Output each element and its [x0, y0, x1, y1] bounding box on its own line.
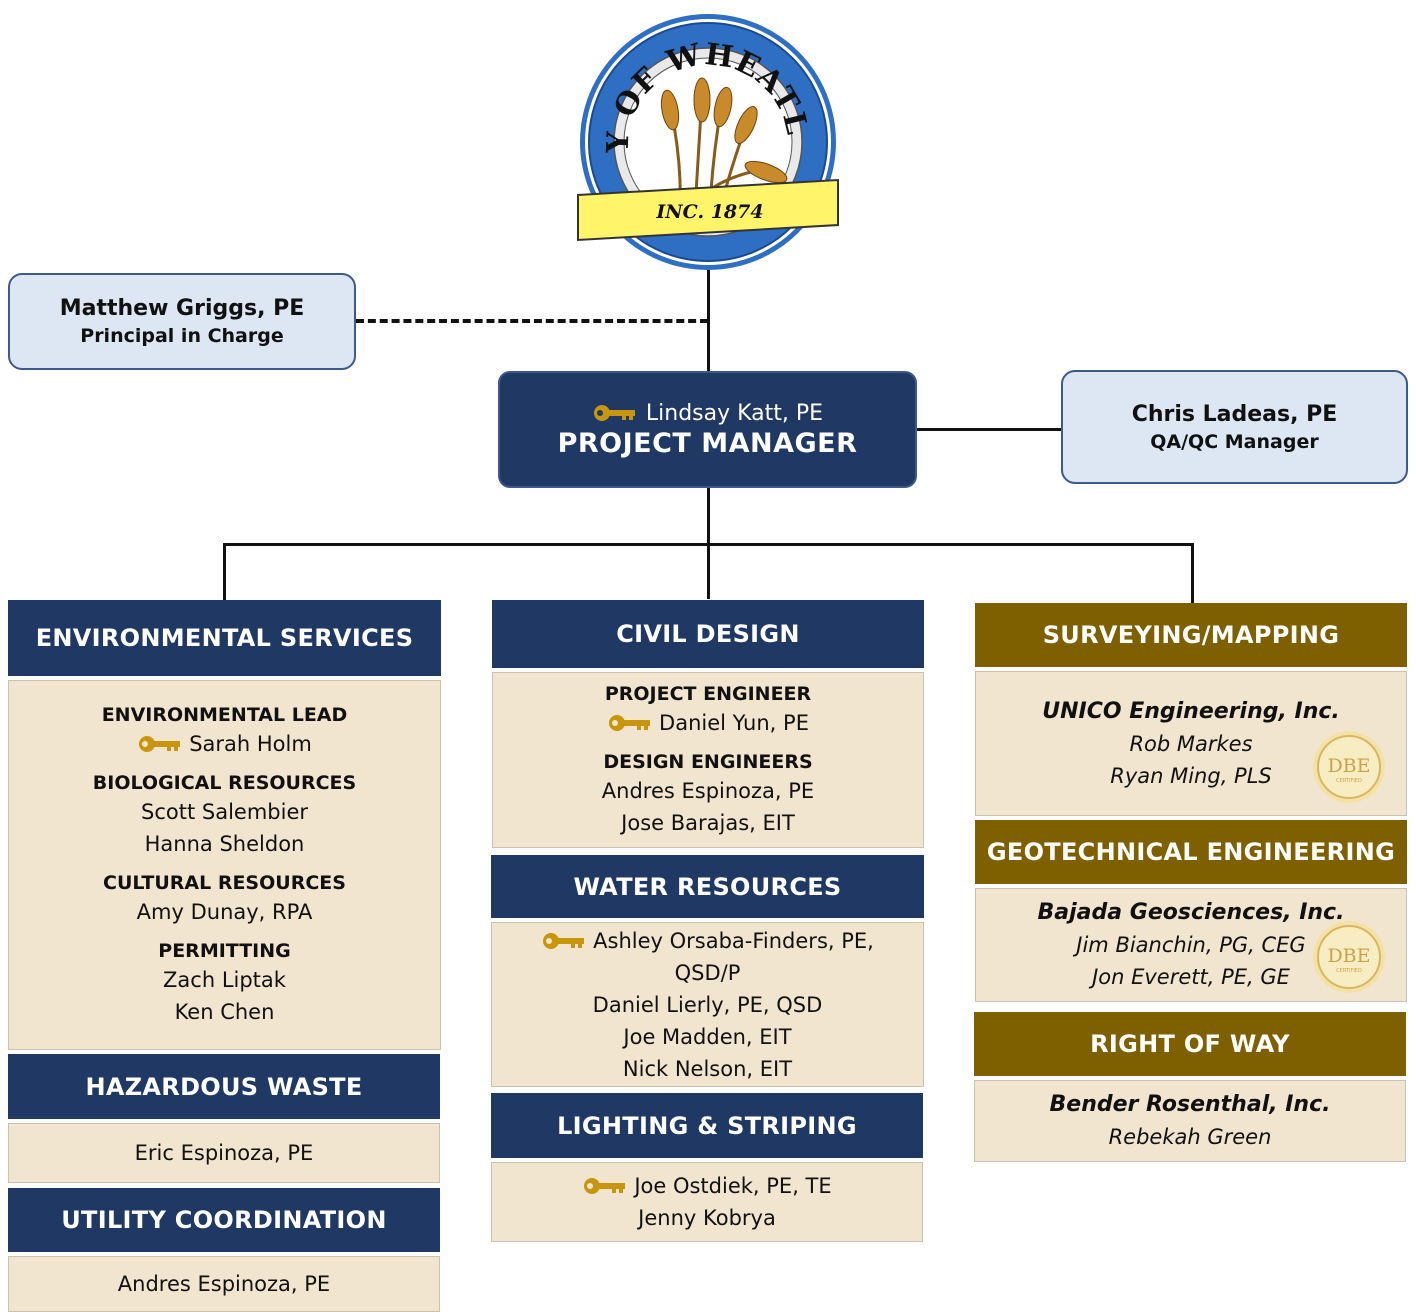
lighting-panel: Joe Ostdiek, PE, TE Jenny Kobrya: [491, 1162, 923, 1242]
dbe-certified-badge: DBE CERTIFIED: [1313, 921, 1385, 993]
civil-panel: PROJECT ENGINEER Daniel Yun, PE DESIGN E…: [492, 672, 924, 848]
lighting-header: LIGHTING & STRIPING: [491, 1093, 923, 1158]
utility-panel: Andres Espinoza, PE: [8, 1256, 440, 1312]
biological-name: Scott Salembier: [141, 800, 308, 824]
dbe-sub: CERTIFIED: [1336, 968, 1362, 974]
dbe-certified-badge: DBE CERTIFIED: [1313, 731, 1385, 803]
key-icon: [139, 736, 181, 752]
connector-pm-to-qaqc: [916, 428, 1062, 431]
biological-name: Hanna Sheldon: [144, 832, 305, 856]
lighting-lead-name: Joe Ostdiek, PE, TE: [634, 1174, 832, 1198]
lighting-name: Jenny Kobrya: [638, 1206, 776, 1230]
right-of-way-firm: Bender Rosenthal, Inc.: [1049, 1092, 1331, 1117]
surveying-name: Rob Markes: [1129, 731, 1253, 756]
geotech-name: Jon Everett, PE, GE: [1092, 965, 1290, 989]
geotech-firm: Bajada Geosciences, Inc.: [1037, 900, 1345, 925]
utility-name: Andres Espinoza, PE: [117, 1272, 331, 1296]
city-seal-logo: CITY OF WHEATLAND INC. 1874: [556, 0, 846, 272]
water-name: Joe Madden, EIT: [623, 1024, 792, 1049]
permitting-name: Ken Chen: [174, 1000, 275, 1024]
dbe-text: DBE: [1327, 945, 1370, 967]
pm-role: PROJECT MANAGER: [557, 427, 858, 459]
principal-name: Matthew Griggs, PE: [59, 296, 305, 321]
pm-name: Lindsay Katt, PE: [645, 400, 824, 426]
connector-to-surveying: [1191, 543, 1194, 603]
environmental-header: ENVIRONMENTAL SERVICES: [8, 600, 441, 676]
project-engineer-label: PROJECT ENGINEER: [604, 683, 812, 705]
key-icon: [593, 405, 635, 421]
civil-header: CIVIL DESIGN: [492, 600, 924, 668]
geotech-header: GEOTECHNICAL ENGINEERING: [975, 820, 1407, 884]
hazardous-name: Eric Espinoza, PE: [134, 1141, 314, 1165]
dbe-text: DBE: [1327, 755, 1370, 777]
surveying-firm: UNICO Engineering, Inc.: [1042, 698, 1340, 724]
connector-principal-dashed: [356, 319, 708, 323]
qaqc-role: QA/QC Manager: [1150, 430, 1319, 453]
surveying-header: SURVEYING/MAPPING: [975, 603, 1407, 667]
key-icon: [543, 932, 585, 949]
key-icon: [609, 715, 651, 731]
key-icon: [584, 1178, 626, 1194]
water-lead-credential: QSD/P: [674, 960, 741, 985]
connector-seal-to-pm: [707, 270, 710, 372]
hazardous-header: HAZARDOUS WASTE: [8, 1054, 440, 1119]
seal-banner-text: INC. 1874: [655, 201, 763, 223]
permitting-label: PERMITTING: [158, 940, 291, 962]
right-of-way-panel: Bender Rosenthal, Inc. Rebekah Green: [974, 1080, 1406, 1162]
qaqc-name: Chris Ladeas, PE: [1131, 401, 1338, 427]
cultural-label: CULTURAL RESOURCES: [103, 872, 346, 894]
principal-box: Matthew Griggs, PE Principal in Charge: [8, 273, 356, 370]
project-engineer-name: Daniel Yun, PE: [659, 711, 809, 735]
water-name: Nick Nelson, EIT: [622, 1056, 793, 1081]
connector-to-environmental: [223, 543, 226, 600]
water-lead-name: Ashley Orsaba-Finders, PE,: [593, 928, 874, 953]
principal-role: Principal in Charge: [80, 325, 284, 347]
water-panel: Ashley Orsaba-Finders, PE, QSD/P Daniel …: [491, 922, 924, 1087]
water-header: WATER RESOURCES: [491, 855, 924, 918]
environmental-lead-label: ENVIRONMENTAL LEAD: [101, 704, 348, 726]
cultural-name: Amy Dunay, RPA: [136, 900, 313, 924]
surveying-name: Ryan Ming, PLS: [1110, 763, 1272, 788]
hazardous-panel: Eric Espinoza, PE: [8, 1123, 440, 1183]
water-name: Daniel Lierly, PE, QSD: [592, 992, 823, 1017]
environmental-panel: ENVIRONMENTAL LEAD Sarah Holm BIOLOGICAL…: [8, 680, 441, 1050]
biological-label: BIOLOGICAL RESOURCES: [92, 772, 357, 794]
qaqc-box: Chris Ladeas, PE QA/QC Manager: [1061, 370, 1408, 484]
right-of-way-name: Rebekah Green: [1108, 1125, 1272, 1149]
environmental-lead-name: Sarah Holm: [189, 732, 312, 756]
permitting-name: Zach Liptak: [163, 968, 286, 992]
utility-header: UTILITY COORDINATION: [8, 1188, 440, 1252]
dbe-sub: CERTIFIED: [1336, 778, 1362, 784]
project-manager-box: Lindsay Katt, PE PROJECT MANAGER: [498, 371, 917, 488]
right-of-way-header: RIGHT OF WAY: [974, 1012, 1406, 1076]
design-engineer-name: Jose Barajas, EIT: [621, 811, 795, 835]
connector-horizontal-bus: [223, 543, 1194, 546]
design-engineer-name: Andres Espinoza, PE: [601, 779, 815, 803]
design-engineers-label: DESIGN ENGINEERS: [603, 751, 813, 773]
geotech-name: Jim Bianchin, PG, CEG: [1076, 933, 1306, 957]
